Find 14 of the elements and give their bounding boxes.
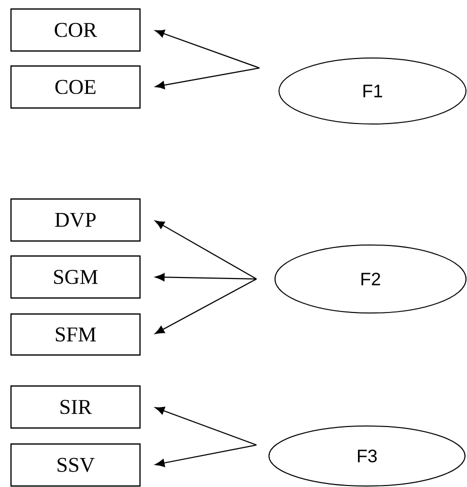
text-box: SFM [10,313,141,356]
text-box: DVP [10,198,141,242]
text-box: COR [10,8,141,52]
arrow [155,67,260,90]
arrow [154,278,257,334]
text-box: SSV [10,443,141,487]
arrow [155,406,257,446]
text-box: COE [10,65,141,109]
arrow [154,220,257,280]
arrow [155,30,260,69]
arrow [155,273,257,282]
text-box: SGM [10,255,141,299]
text-box: SIR [10,385,141,429]
arrow [155,444,257,467]
